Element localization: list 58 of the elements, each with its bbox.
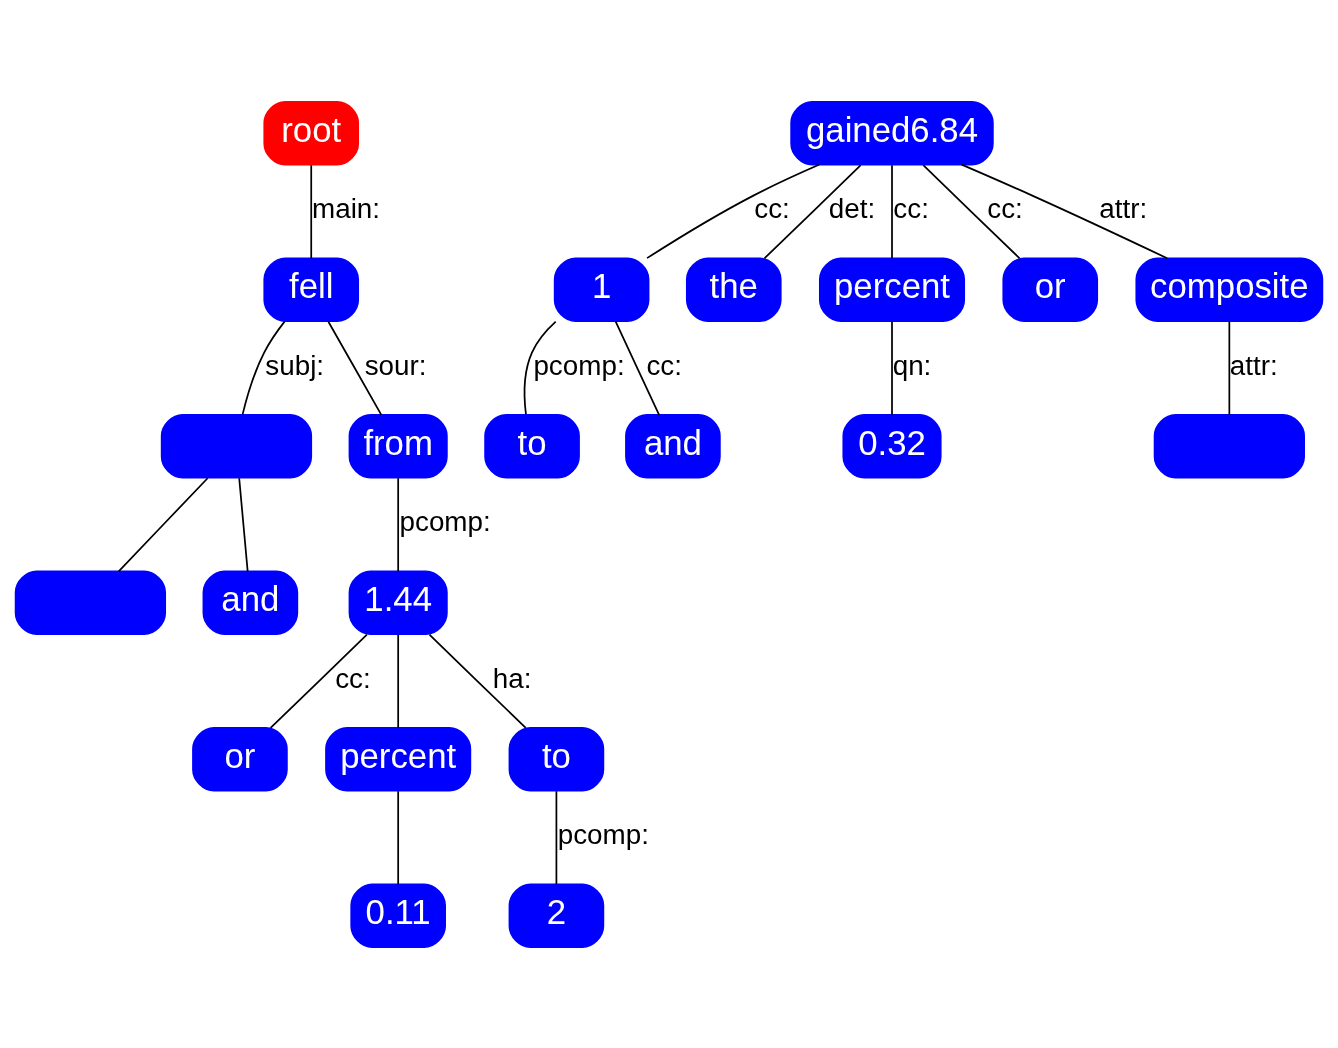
connector (238, 476, 249, 572)
edge-label: pcomp: (399, 505, 491, 537)
edge-label: sour: (364, 349, 427, 381)
connector (523, 320, 557, 415)
edge-label: cc: (646, 349, 682, 381)
connector (614, 320, 660, 416)
node-box: fell (263, 257, 360, 322)
edge-label: det: (828, 192, 876, 224)
node-box: 1 (553, 257, 650, 322)
edge-label: cc: (754, 192, 790, 224)
node-box: or (1002, 257, 1099, 322)
node-box: or (192, 726, 288, 791)
node-box: composite (1135, 257, 1324, 322)
connector (241, 320, 286, 415)
connector (397, 633, 400, 729)
node-box: 1.44 (348, 570, 448, 635)
edge-label: pcomp: (533, 349, 625, 381)
node-box (160, 413, 313, 478)
node-box: from (348, 413, 448, 478)
edge-label: cc: (987, 192, 1023, 224)
node-box: gained6.84 (790, 100, 994, 165)
edge-label: cc: (335, 662, 371, 694)
node-box: 0.11 (350, 883, 446, 948)
connector (960, 163, 1169, 259)
node-box (14, 570, 167, 635)
node-box: percent (325, 726, 472, 791)
connector (1228, 320, 1231, 416)
node-box: root (263, 100, 360, 165)
connector (269, 633, 368, 729)
connector (397, 789, 400, 885)
connector (891, 163, 893, 259)
connector (428, 633, 527, 729)
edge-label: pcomp: (557, 818, 649, 850)
edge-label: qn: (892, 349, 932, 381)
connector (763, 163, 862, 259)
connector (397, 476, 400, 572)
node-box: to (508, 726, 605, 791)
edge-label: attr: (1099, 192, 1148, 224)
connector (646, 163, 820, 259)
connector (922, 163, 1021, 259)
node-box: 2 (508, 883, 605, 948)
connector (117, 476, 209, 572)
node-box: and (202, 570, 299, 635)
connector (310, 163, 313, 259)
node-box: percent (819, 257, 966, 322)
connector (555, 789, 558, 885)
edge-label: cc: (893, 192, 929, 224)
node-box: 0.32 (842, 413, 942, 478)
connector (327, 320, 383, 416)
node-box: to (484, 413, 580, 478)
edge-label: subj: (265, 349, 325, 381)
edge-label: ha: (492, 662, 532, 694)
node-box: the (685, 257, 782, 322)
node-box (1153, 413, 1305, 478)
edge-label: attr: (1229, 349, 1278, 381)
node-box: and (625, 413, 721, 478)
edge-label: main: (312, 192, 381, 224)
connector (891, 320, 893, 416)
